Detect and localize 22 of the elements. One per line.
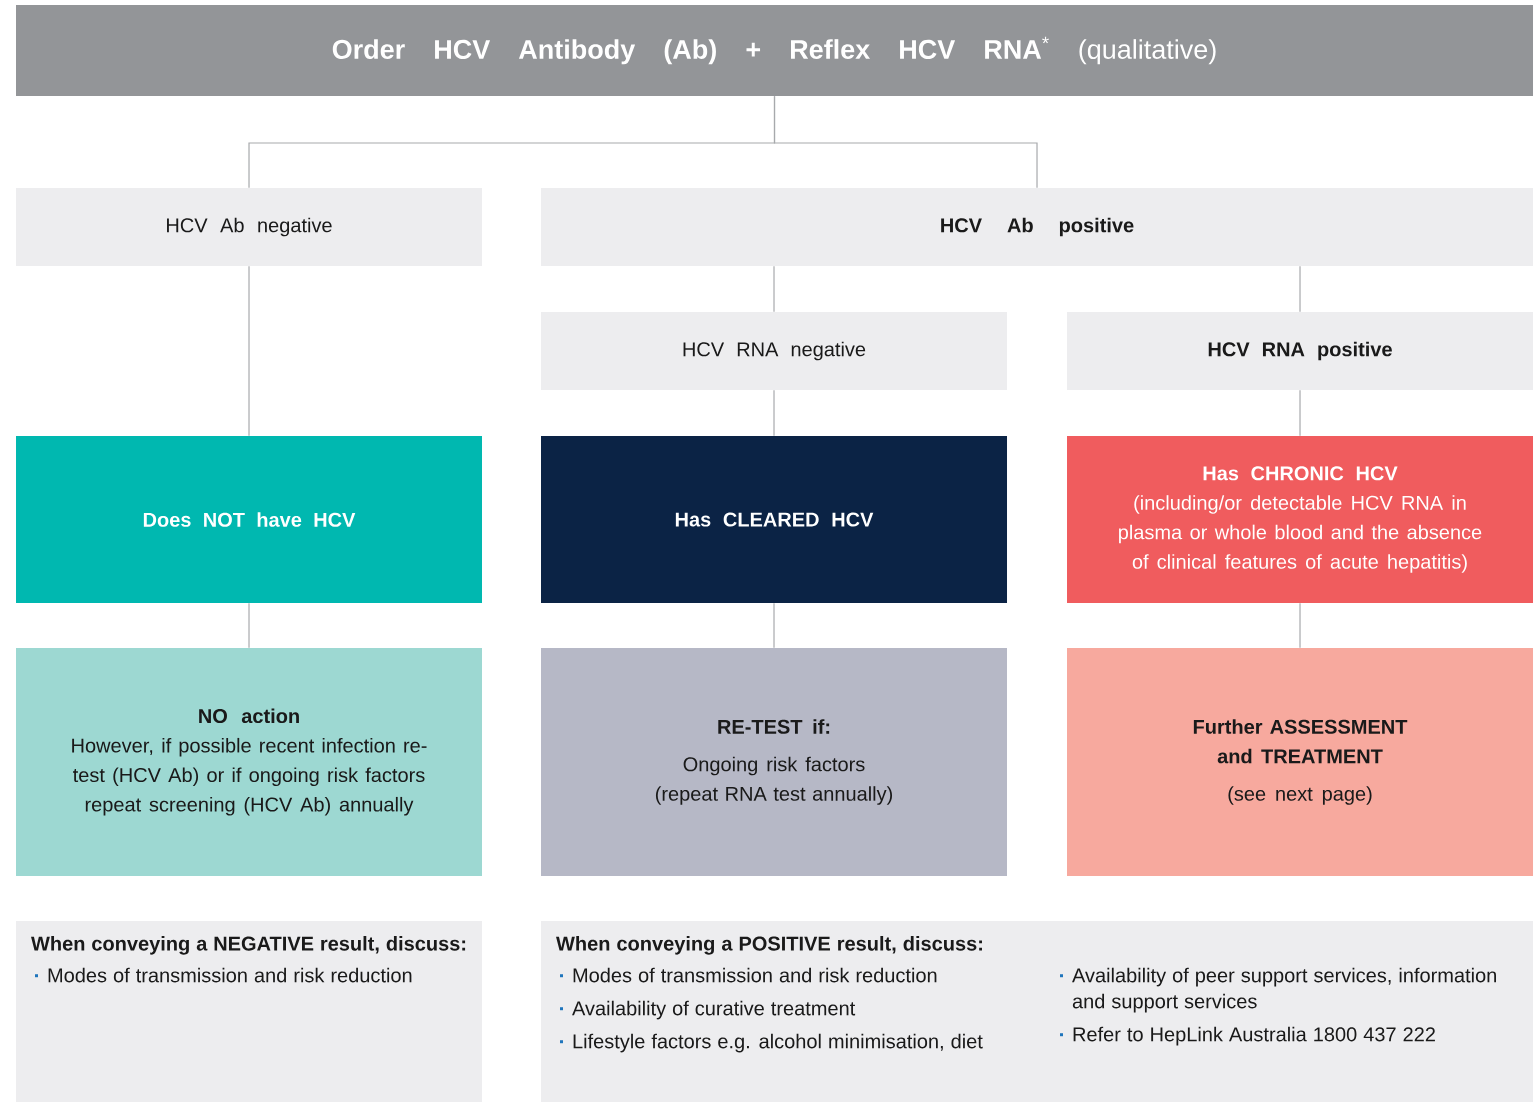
result-box: HCV RNA positive [1067, 312, 1533, 390]
discussion-panel: When conveying a NEGATIVE result, discuss: Modes of transmission and risk reduction [16, 921, 482, 1102]
connector-line [248, 602, 250, 649]
connector-line [773, 389, 775, 437]
connector-line [773, 95, 1038, 189]
header-bar: Order HCV Antibody (Ab) + Reflex HCV RNA$^{*}$ (qualitative) [16, 5, 1533, 96]
result-box: HCV Ab negative [16, 188, 482, 266]
connector-line [773, 265, 775, 313]
action-box: RE-TEST if: Ongoing risk factors (repeat RNA test annually) [541, 648, 1007, 876]
discussion-panel: When conveying a POSITIVE result, discuss: Modes of transmission and risk reduction Availability of curative treatment Lifestyle factors e.g. alcohol minimisation, diet Availability of peer support services, information and support services Refer to HepLink Australia 1800 437 222 [541, 921, 1533, 1102]
action-box: Further ASSESSMENT and TREATMENT (see next page) [1067, 648, 1533, 876]
action-box: NO action However, if possible recent infection re-test (HCV Ab) or if ongoing risk factors repeat screening (HCV Ab) annually [16, 648, 482, 876]
diagnosis-box: Has CHRONIC HCV (including/or detectable HCV RNA in plasma or whole blood and the absence of clinical features of acute hepatitis) [1067, 436, 1533, 603]
connector-line [773, 602, 775, 649]
diagnosis-box: Does NOT have HCV [16, 436, 482, 603]
connector-line [1299, 602, 1301, 649]
connector-line [248, 265, 250, 437]
result-box: HCV Ab positive [541, 188, 1533, 266]
connector-line [1299, 265, 1301, 313]
connector-line [1299, 389, 1301, 437]
diagnosis-box: Has CLEARED HCV [541, 436, 1007, 603]
result-box: HCV RNA negative [541, 312, 1007, 390]
